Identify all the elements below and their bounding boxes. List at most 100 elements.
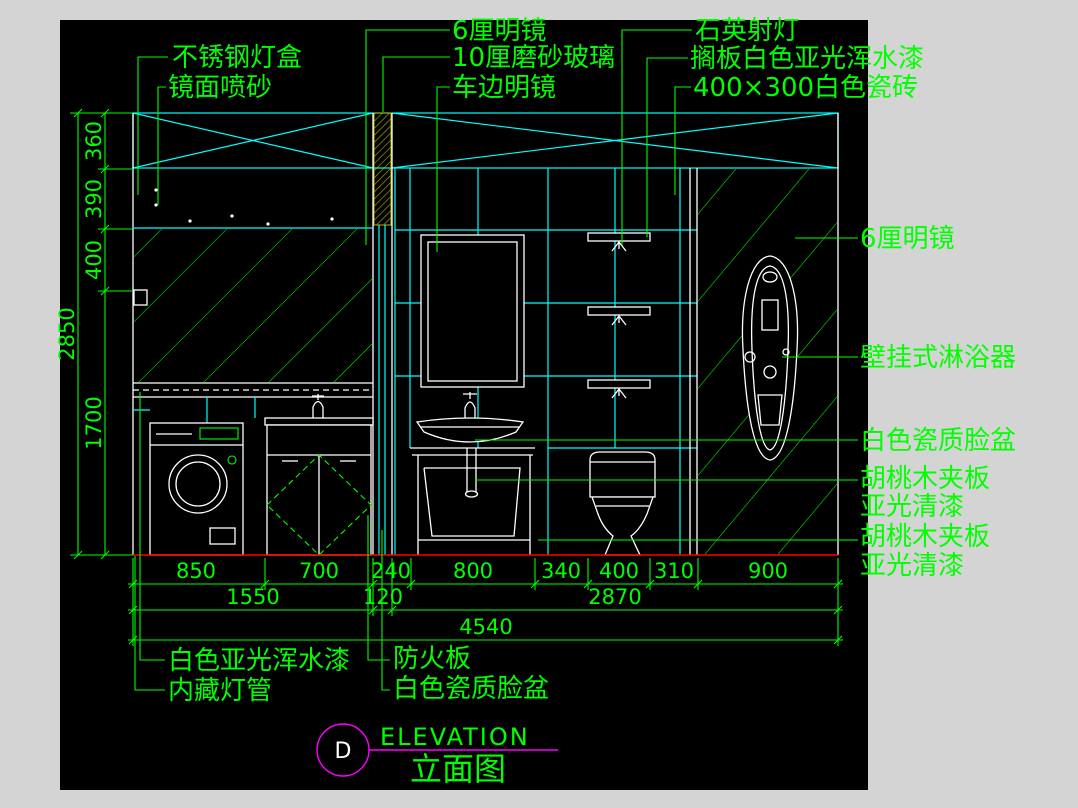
shower-zone [698, 169, 837, 554]
dim-tick [100, 286, 110, 296]
dim-horizontal-240: 240 [371, 559, 411, 583]
washer-door-inner [175, 461, 221, 507]
dim-tick [368, 579, 378, 589]
stand-panel [423, 467, 521, 537]
frosted-glass-strip [372, 112, 396, 555]
dim-tick [73, 550, 83, 560]
dim-tick [100, 108, 110, 118]
shower-knob-icon [744, 351, 756, 363]
horizontal-dimensions: 850 700 240 800 340 400 310 900 1550 120… [128, 558, 843, 646]
label-hidden-light-tube: 内藏灯管 [168, 676, 272, 706]
cabinet-top [264, 417, 374, 426]
leader-line [367, 515, 390, 661]
shower-seat [757, 394, 783, 426]
spotlight-icon [611, 240, 627, 252]
drawing-title: D ELEVATION 立面图 [316, 723, 558, 788]
wash-basin-stand [410, 392, 535, 555]
label-matte-varnish-1: 亚光清漆 [860, 492, 964, 522]
washer-door-outer [168, 454, 228, 514]
dim-tick [530, 579, 540, 589]
laundry-zone [133, 188, 373, 423]
dim-horizontal-340: 340 [541, 559, 581, 583]
label-sandblasted-mirror: 镜面喷砂 [168, 73, 272, 103]
dim-tick [693, 579, 703, 589]
dim-tick [73, 108, 83, 118]
leader-line [157, 86, 166, 205]
shower-shelf [761, 299, 779, 331]
leader-line [646, 57, 688, 237]
dim-horizontal-120: 120 [363, 585, 403, 609]
washing-machine [149, 422, 244, 556]
wall-mounted-shower [741, 255, 799, 461]
leader-line [436, 86, 450, 252]
dim-tick [368, 605, 378, 615]
glass-shelves [587, 232, 651, 399]
beveled-mirror [420, 234, 525, 388]
dim-tick [128, 579, 138, 589]
spotlight-icon [611, 387, 627, 399]
label-beveled-mirror: 车边明镜 [452, 73, 556, 103]
leader-line [137, 56, 168, 195]
shower-mixer-icon [763, 365, 777, 379]
title-english: ELEVATION [380, 723, 530, 751]
dim-horizontal-700: 700 [299, 559, 339, 583]
shelf [587, 306, 651, 316]
washer-knob [227, 455, 237, 465]
recessed-light-dot [154, 188, 158, 192]
leader-line [134, 556, 165, 691]
basin-faucet [463, 392, 477, 420]
recessed-light-dot [266, 222, 270, 226]
mirror-glass [427, 241, 518, 382]
dim-tick [833, 579, 843, 589]
shower-head-icon [762, 271, 778, 283]
dim-horizontal-2870: 2870 [588, 585, 641, 609]
leader-line [381, 530, 390, 691]
recessed-light-dot [330, 217, 334, 221]
dim-horizontal-1550: 1550 [226, 585, 279, 609]
spotlight-icon [611, 314, 627, 326]
washer-body [149, 422, 244, 556]
leader-line [621, 29, 692, 245]
dim-tick [833, 635, 843, 645]
dim-tick [100, 550, 110, 560]
laundry-faucet [312, 394, 324, 418]
dim-tick [833, 605, 843, 615]
recessed-light-dot [230, 214, 234, 218]
label-6mm-mirror-top: 6厘明镜 [452, 16, 547, 46]
leader-line [139, 392, 165, 661]
dim-horizontal-850: 850 [176, 559, 216, 583]
dim-tick [387, 605, 397, 615]
label-ceramic-basin-right: 白色瓷质脸盆 [860, 426, 1016, 456]
label-fireproof-board: 防火板 [393, 644, 471, 674]
toilet-tank [589, 451, 656, 498]
top-annotations: 不锈钢灯盒 镜面喷砂 6厘明镜 10厘磨砂玻璃 车边明镜 石英射灯 搁板白色亚光… [137, 16, 924, 252]
label-walnut-plywood-1: 胡桃木夹板 [860, 464, 990, 494]
dim-vertical-390: 390 [82, 179, 106, 219]
label-ceramic-basin-bottom: 白色瓷质脸盆 [393, 674, 549, 704]
dim-vertical-360: 360 [82, 121, 106, 161]
dim-vertical-total: 2850 [55, 307, 79, 360]
dim-vertical-1700: 1700 [82, 396, 106, 449]
vanity-cabinet [264, 394, 374, 556]
sandblasted-mirror-hatch [134, 229, 372, 382]
cabinet-door-swing [266, 454, 372, 556]
dim-tick [583, 579, 593, 589]
title-chinese: 立面图 [410, 750, 506, 788]
dim-tick [128, 635, 138, 645]
dim-vertical-400: 400 [82, 240, 106, 280]
dim-tick [128, 605, 138, 615]
leader-line [382, 56, 450, 112]
recessed-light-dot [154, 203, 158, 207]
shelf [587, 232, 651, 242]
washer-display [199, 427, 239, 440]
shelf [587, 379, 651, 389]
wall-socket [133, 289, 148, 306]
dim-horizontal-overall: 4540 [459, 615, 512, 639]
label-wall-tile: 400×300白色瓷砖 [693, 73, 918, 103]
label-quartz-spotlight: 石英射灯 [695, 16, 799, 46]
washer-filter-cover [209, 527, 236, 545]
label-frosted-glass: 10厘磨砂玻璃 [452, 43, 615, 73]
dim-tick [406, 579, 416, 589]
leader-line [365, 29, 450, 245]
